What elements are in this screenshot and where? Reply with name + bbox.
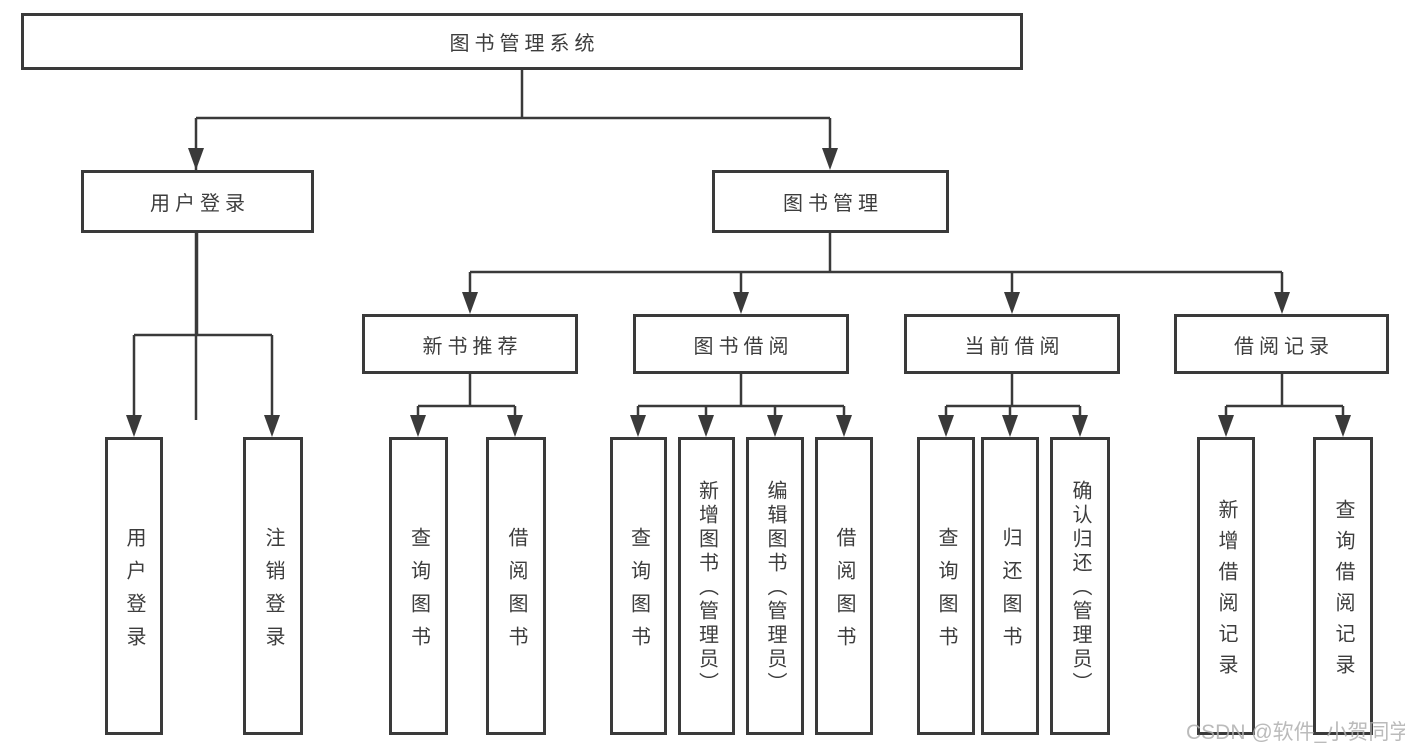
node-user-login: 用户登录 bbox=[81, 170, 314, 233]
arrow-icon bbox=[410, 415, 426, 437]
node-label: 编辑图书（管理员） bbox=[764, 480, 786, 696]
arrow-icon bbox=[1335, 415, 1351, 437]
leaf-logout: 注销登录 bbox=[243, 437, 303, 735]
arrow-icon bbox=[733, 292, 749, 314]
node-label: 新增借阅记录 bbox=[1215, 498, 1237, 685]
node-label: 新书推荐 bbox=[422, 335, 523, 358]
node-label: 当前借阅 bbox=[964, 335, 1065, 358]
arrow-icon bbox=[1072, 415, 1088, 437]
leaf-records-query: 查询借阅记录 bbox=[1313, 437, 1373, 735]
arrow-icon bbox=[1274, 292, 1290, 314]
connector-root-to-level2 bbox=[194, 69, 832, 420]
connector-records-to-children bbox=[1224, 374, 1345, 420]
arrow-icon bbox=[507, 415, 523, 437]
arrowheads bbox=[126, 148, 1351, 437]
node-label: 查询图书 bbox=[935, 526, 957, 659]
node-root-system: 图书管理系统 bbox=[21, 13, 1023, 70]
node-current-borrow: 当前借阅 bbox=[904, 314, 1120, 374]
arrow-icon bbox=[126, 415, 142, 437]
arrow-icon bbox=[1004, 292, 1020, 314]
connector-newbooks-to-children bbox=[416, 374, 517, 420]
node-label: 借阅图书 bbox=[505, 526, 527, 659]
arrow-icon bbox=[1218, 415, 1234, 437]
leaf-borrow-edit-admin: 编辑图书（管理员） bbox=[746, 437, 804, 735]
node-new-book-recommend: 新书推荐 bbox=[362, 314, 578, 374]
leaf-borrow-add-admin: 新增图书（管理员） bbox=[678, 437, 735, 735]
connector-userlogin-to-children bbox=[132, 233, 274, 420]
node-label: 图书借阅 bbox=[693, 335, 794, 358]
leaf-current-return: 归还图书 bbox=[981, 437, 1039, 735]
node-label: 用户登录 bbox=[150, 193, 250, 215]
arrow-icon bbox=[822, 148, 838, 170]
arrow-icon bbox=[1002, 415, 1018, 437]
leaf-borrow-query: 查询图书 bbox=[610, 437, 667, 735]
arrow-icon bbox=[264, 415, 280, 437]
leaf-user-login: 用户登录 bbox=[105, 437, 163, 735]
node-label: 查询图书 bbox=[627, 526, 650, 659]
node-book-management: 图书管理 bbox=[712, 170, 949, 233]
arrow-icon bbox=[938, 415, 954, 437]
node-label: 图书管理 bbox=[783, 193, 883, 215]
node-label: 确认归还（管理员） bbox=[1069, 480, 1091, 696]
node-label: 查询借阅记录 bbox=[1332, 498, 1354, 685]
leaf-current-query: 查询图书 bbox=[917, 437, 975, 735]
arrow-icon bbox=[836, 415, 852, 437]
node-borrow-records: 借阅记录 bbox=[1174, 314, 1389, 374]
node-label: 用户登录 bbox=[123, 526, 145, 659]
leaf-newbooks-query: 查询图书 bbox=[389, 437, 448, 735]
node-label: 借阅图书 bbox=[833, 526, 855, 659]
node-label: 查询图书 bbox=[407, 526, 430, 659]
connector-bookborrow-to-children bbox=[636, 374, 846, 420]
node-label: 注销登录 bbox=[262, 526, 284, 659]
arrow-icon bbox=[630, 415, 646, 437]
leaf-records-add: 新增借阅记录 bbox=[1197, 437, 1255, 735]
arrow-icon bbox=[462, 292, 478, 314]
arrow-icon bbox=[188, 148, 204, 170]
node-book-borrow: 图书借阅 bbox=[633, 314, 849, 374]
leaf-newbooks-borrow: 借阅图书 bbox=[486, 437, 546, 735]
arrow-icon bbox=[767, 415, 783, 437]
node-label: 新增图书（管理员） bbox=[695, 480, 718, 696]
node-label: 归还图书 bbox=[999, 526, 1021, 659]
node-label: 图书管理系统 bbox=[449, 33, 600, 55]
leaf-current-confirm-admin: 确认归还（管理员） bbox=[1050, 437, 1110, 735]
arrow-icon bbox=[698, 415, 714, 437]
connector-bookmgmt-to-level3 bbox=[468, 233, 1284, 297]
leaf-borrow-borrow: 借阅图书 bbox=[815, 437, 873, 735]
connector-currentborrow-to-children bbox=[944, 374, 1082, 420]
csdn-watermark: CSDN @软件_小贺同学 bbox=[1186, 721, 1405, 744]
node-label: 借阅记录 bbox=[1234, 335, 1334, 358]
